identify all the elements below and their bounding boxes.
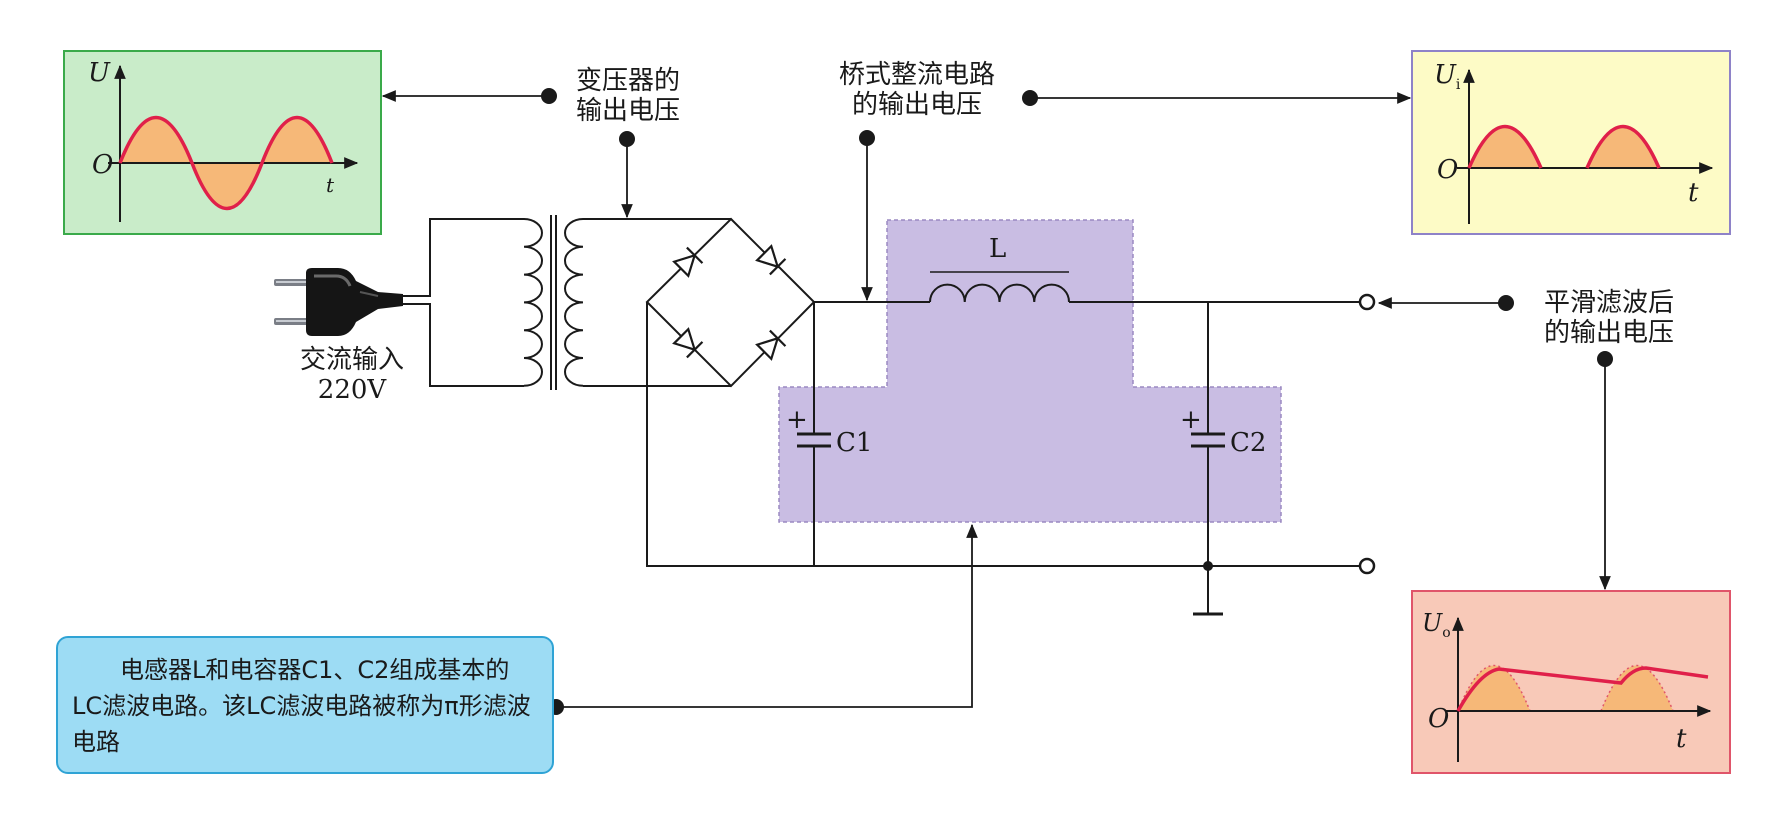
bridge-output-label: 桥式整流电路 的输出电压 bbox=[812, 60, 1022, 120]
rectified-y-axis-label: Ui bbox=[1434, 60, 1461, 94]
c2-label: C2 bbox=[1230, 428, 1267, 458]
rectified-x-axis-label: t bbox=[1688, 178, 1699, 208]
smooth-output-line1: 平滑滤波后 bbox=[1543, 288, 1674, 318]
rectified-curve bbox=[1467, 124, 1661, 169]
circuit-wires bbox=[403, 215, 1359, 616]
smoothed-y-axis-label: Uo bbox=[1422, 609, 1451, 641]
inductor-label: L bbox=[989, 234, 1007, 264]
lc-filter-note-text: 电感器L和电容器C1、C2组成基本的LC滤波电路。该LC滤波电路被称为π形滤波电… bbox=[72, 656, 531, 756]
transformer-output-line1: 变压器的 bbox=[575, 66, 680, 96]
smooth-output-label: 平滑滤波后 的输出电压 bbox=[1524, 288, 1694, 348]
ac-input-line1: 交流输入 bbox=[299, 345, 404, 375]
bridge-diodes bbox=[672, 244, 787, 361]
smooth-output-line2: 的输出电压 bbox=[1543, 318, 1674, 348]
transformer-output-line2: 输出电压 bbox=[575, 96, 680, 126]
ground-junction bbox=[1203, 561, 1213, 571]
smoothed-wave-graph bbox=[1411, 590, 1731, 774]
rectified-wave-graph bbox=[1411, 50, 1731, 235]
callout-pointers bbox=[381, 90, 1611, 708]
transformer-output-label: 变压器的 输出电压 bbox=[560, 66, 696, 126]
smoothed-curve bbox=[1456, 666, 1709, 712]
output-terminal-negative bbox=[1358, 557, 1376, 575]
sine-wave-graph bbox=[63, 50, 382, 235]
ac-input-line2: 220V bbox=[317, 375, 387, 405]
bridge-output-line2: 的输出电压 bbox=[851, 90, 982, 120]
c1-label: C1 bbox=[836, 428, 873, 458]
sine-y-axis-label: U bbox=[88, 58, 110, 88]
c2-plus-label: + bbox=[1180, 405, 1202, 435]
c1-plus-label: + bbox=[786, 405, 808, 435]
rectified-origin-label: O bbox=[1437, 155, 1459, 185]
sine-curve bbox=[118, 116, 334, 210]
output-terminal-positive bbox=[1358, 293, 1376, 311]
smoothed-origin-label: O bbox=[1428, 704, 1450, 734]
lc-filter-note: 电感器L和电容器C1、C2组成基本的LC滤波电路。该LC滤波电路被称为π形滤波电… bbox=[56, 636, 554, 774]
lc-filter-zone bbox=[778, 219, 1282, 523]
sine-origin-label: O bbox=[92, 150, 114, 180]
sine-x-axis-label: t bbox=[326, 173, 335, 197]
bridge-output-line1: 桥式整流电路 bbox=[838, 60, 995, 90]
power-plug-icon bbox=[274, 268, 403, 336]
ac-input-label: 交流输入 220V bbox=[284, 345, 420, 405]
smoothed-x-axis-label: t bbox=[1676, 724, 1687, 754]
